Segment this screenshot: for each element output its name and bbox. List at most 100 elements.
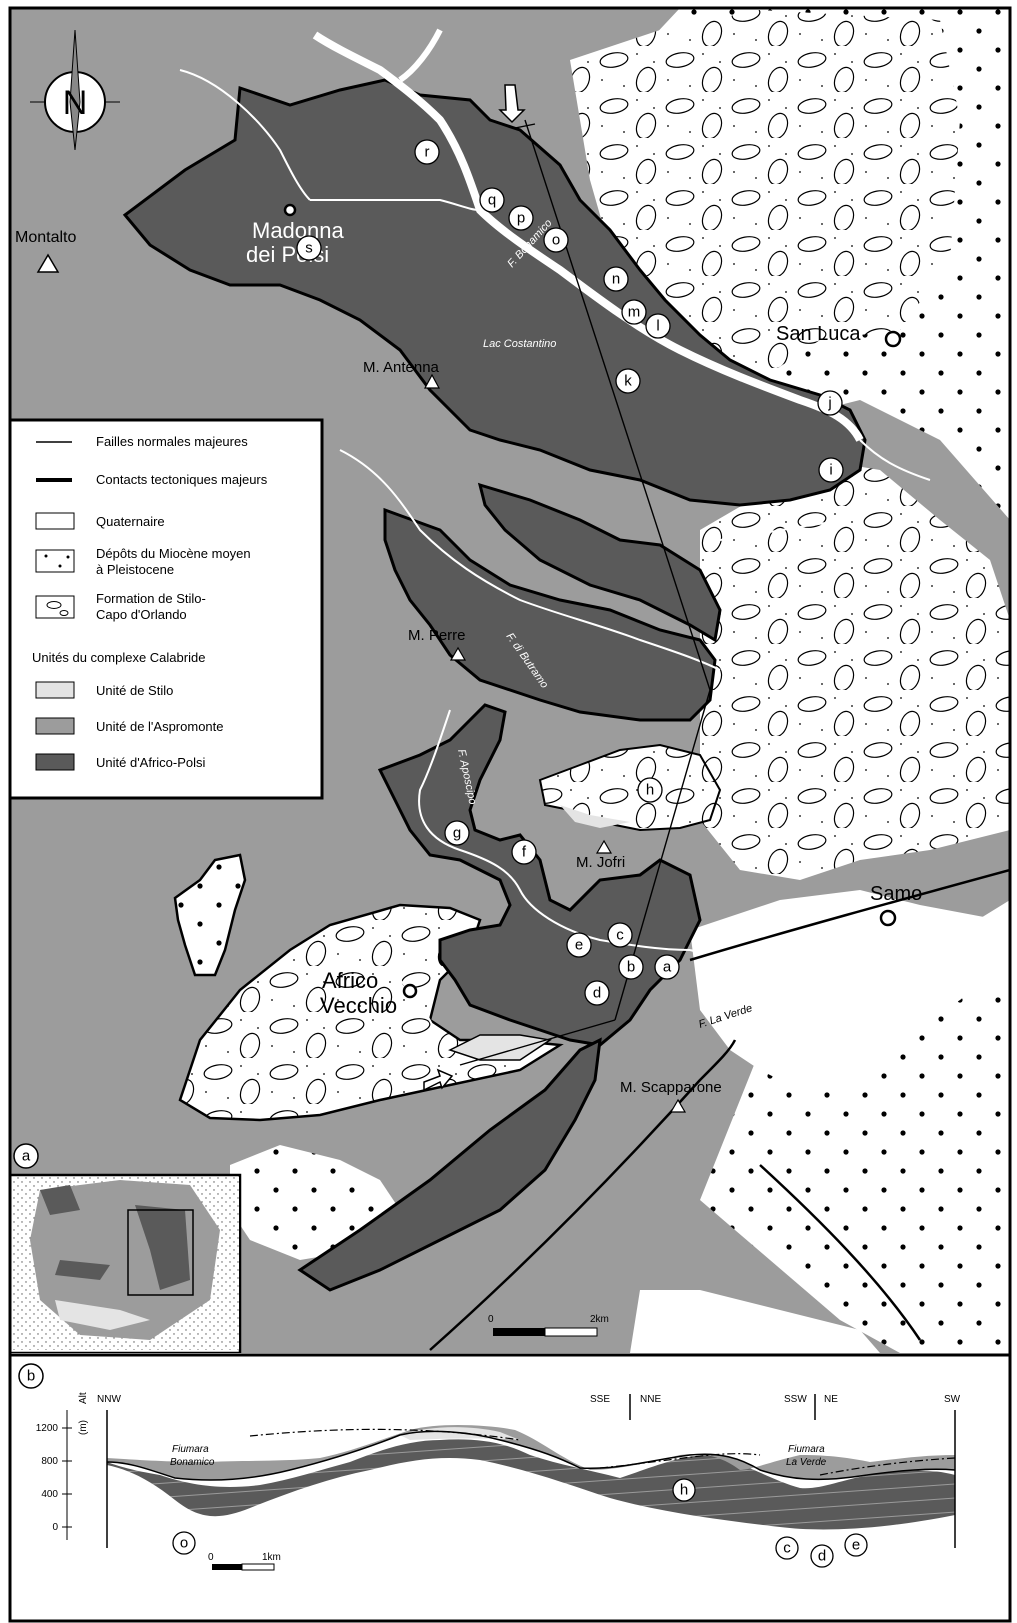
legend-africo-polsi: Unité d'Africo-Polsi: [96, 755, 206, 770]
place-antenna: M. Antenna: [363, 359, 440, 376]
section-point-h: h: [672, 1478, 696, 1502]
section-point-c: c: [775, 1536, 799, 1560]
stilo-capo-island: [173, 853, 247, 977]
place-san-luca: San Luca: [776, 323, 861, 345]
svg-text:d: d: [593, 985, 601, 1002]
legend-stilo-capo-2: Capo d'Orlando: [96, 607, 187, 622]
svg-text:e: e: [852, 1537, 860, 1554]
svg-text:l: l: [656, 318, 659, 335]
place-perre: M. Perre: [408, 627, 466, 644]
quaternary-s: [630, 1290, 880, 1353]
svg-text:j: j: [827, 395, 831, 412]
sample-point-g: g: [444, 820, 470, 846]
stilo-capo-formation-center: [700, 460, 1010, 880]
place-samo: Samo: [870, 883, 922, 905]
svg-text:a: a: [22, 1148, 31, 1165]
place-africo: Africo: [322, 968, 378, 993]
svg-text:i: i: [829, 462, 832, 479]
section-arrow-north: [498, 84, 526, 124]
africo-polsi-sw-belt: [297, 1037, 602, 1292]
svg-text:c: c: [616, 927, 624, 944]
alt-label: Alt: [78, 1392, 89, 1404]
stilo-capo-formation-ne: [570, 10, 960, 380]
svg-text:f: f: [522, 844, 527, 861]
sample-point-l: l: [645, 313, 671, 339]
svg-text:o: o: [180, 1535, 188, 1552]
section-point-d: d: [810, 1544, 834, 1568]
fiumara-laverde-1: Fiumara: [788, 1444, 825, 1455]
orient-ssw: SSW: [784, 1394, 807, 1405]
svg-text:n: n: [612, 271, 620, 288]
svg-text:b: b: [627, 959, 635, 976]
north-label: N: [63, 84, 88, 122]
major-tectonic-contacts: [429, 868, 1010, 1351]
fiumara-laverde-2: La Verde: [786, 1457, 827, 1468]
stilo-unit-jofri: [560, 805, 630, 828]
panel-a-label: a: [13, 1143, 39, 1169]
legend-faults: Failles normales majeures: [96, 434, 248, 449]
sample-point-c: c: [607, 922, 633, 948]
fiumara-bonamico-2: Bonamico: [170, 1457, 215, 1468]
section-aspromonte: [107, 1425, 955, 1480]
svg-text:h: h: [646, 782, 654, 799]
place-markers: [36, 203, 902, 1113]
svg-text:m: m: [628, 304, 641, 321]
svg-text:d: d: [818, 1548, 826, 1565]
place-vecchio: Vecchio: [320, 993, 397, 1018]
svg-text:g: g: [453, 825, 461, 842]
orient-sw: SW: [944, 1394, 961, 1405]
legend-stilo: Unité de Stilo: [96, 683, 173, 698]
legend-calabride: Unités du complexe Calabride: [32, 650, 205, 665]
sample-point-k: k: [615, 368, 641, 394]
sample-point-b: b: [618, 954, 644, 980]
map-scale-bar: 0 2km: [488, 1314, 609, 1337]
map-scale-end: 2km: [590, 1314, 609, 1325]
svg-text:o: o: [552, 232, 560, 249]
orient-sse: SSE: [590, 1394, 610, 1405]
place-jofri: M. Jofri: [576, 854, 625, 871]
section-arrow-south: [423, 1068, 454, 1092]
svg-text:r: r: [425, 144, 430, 161]
sample-point-s: s: [296, 235, 322, 261]
svg-text:c: c: [783, 1540, 791, 1557]
africo-polsi-butramo-2: [477, 482, 722, 643]
alt-tick-label-400: 400: [41, 1489, 58, 1500]
sample-point-q: q: [479, 187, 505, 213]
legend-miocene-1: Dépôts du Miocène moyen: [96, 546, 251, 561]
figure-frame: [8, 6, 1012, 1623]
legend-stilo-capo-1: Formation de Stilo-: [96, 591, 206, 606]
legend-aspromonte: Unité de l'Aspromonte: [96, 719, 224, 734]
svg-text:q: q: [488, 192, 496, 209]
stilo-unit-africo: [448, 1034, 552, 1061]
legend-contacts: Contacts tectoniques majeurs: [96, 472, 268, 487]
place-scapparone: M. Scapparone: [620, 1079, 722, 1096]
sample-point-o: o: [543, 227, 569, 253]
place-montalto: Montalto: [15, 229, 76, 246]
section-point-e: e: [844, 1533, 868, 1557]
africo-polsi-aposcipo: [377, 703, 702, 1047]
panel-b-label: b: [18, 1363, 44, 1389]
quaternary-se: [690, 890, 1010, 1090]
svg-text:p: p: [517, 210, 525, 227]
sample-point-h: h: [637, 777, 663, 803]
fiumara-bonamico-1: Fiumara: [172, 1444, 209, 1455]
alt-tick-label-0: 0: [52, 1522, 58, 1533]
sample-point-f: f: [511, 839, 537, 865]
sample-point-j: j: [817, 390, 843, 416]
map-panel: N Madonna dei Polsi Montalto M. Antenna …: [10, 8, 1010, 1353]
section-scale-zero: 0: [208, 1552, 214, 1563]
svg-text:s: s: [305, 240, 313, 257]
alt-tick-label-1200: 1200: [36, 1423, 59, 1434]
svg-text:b: b: [27, 1368, 35, 1385]
sample-point-a: a: [654, 954, 680, 980]
section-basement: [107, 1438, 955, 1545]
map-scale-zero: 0: [488, 1314, 494, 1325]
river-costantino: Lac Costantino: [483, 338, 556, 350]
africo-polsi-butramo: [383, 507, 717, 722]
svg-text:a: a: [663, 959, 672, 976]
alt-unit: (m): [78, 1420, 89, 1435]
sample-point-p: p: [508, 205, 534, 231]
